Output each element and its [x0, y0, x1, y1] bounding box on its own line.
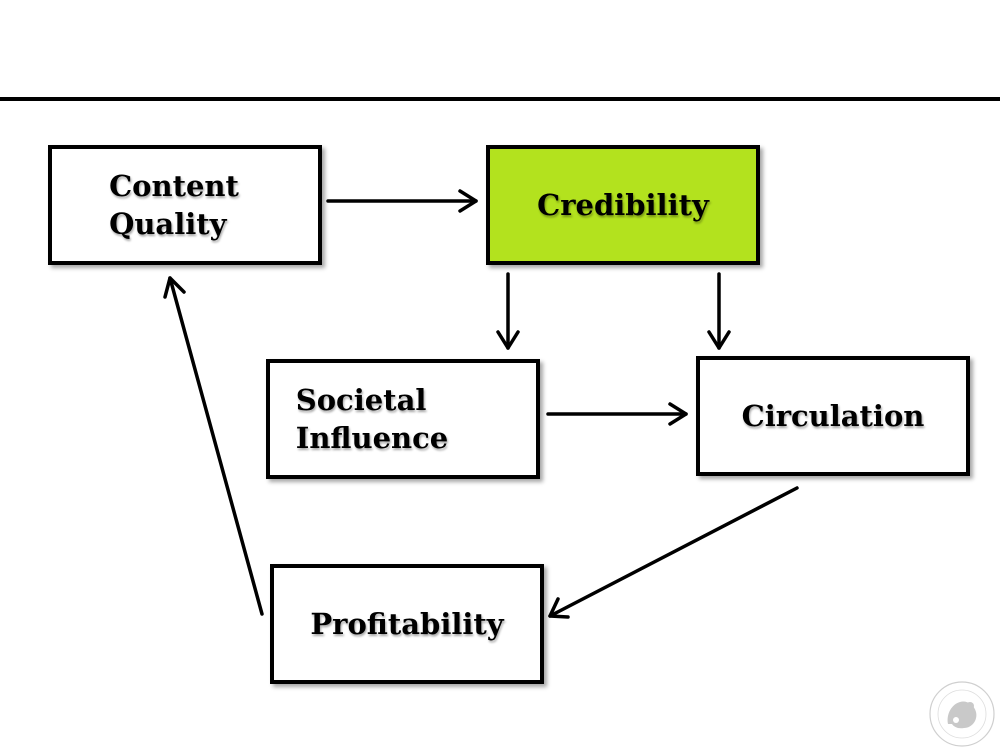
node-content-quality-line-2: Quality: [109, 207, 227, 241]
node-circulation: Circulation: [696, 356, 970, 476]
node-societal-influence-line-2: Influence: [295, 421, 449, 455]
node-societal-influence-label: Societal Influence: [296, 381, 448, 457]
node-societal-influence-line-1: Societal: [295, 383, 427, 417]
edge-profitability-to-content-quality: [163, 276, 264, 616]
node-credibility-label: Credibility: [537, 188, 709, 222]
node-content-quality-line-1: Content: [109, 169, 239, 203]
node-profitability-label: Profitability: [310, 607, 504, 641]
node-profitability: Profitability: [270, 564, 544, 684]
edge-circulation-to-profitability: [548, 486, 799, 619]
node-societal-influence: Societal Influence: [266, 359, 540, 479]
node-content-quality-label: Content Quality: [109, 167, 239, 243]
title-divider-line: [0, 97, 1000, 101]
node-credibility: Credibility: [486, 145, 760, 265]
edge-credibility-to-societal-influence: [496, 272, 520, 350]
university-seal-icon: [929, 681, 995, 747]
edge-content-quality-to-credibility: [326, 189, 478, 213]
edge-credibility-to-circulation: [707, 272, 731, 350]
node-content-quality: Content Quality: [48, 145, 322, 265]
node-circulation-label: Circulation: [741, 399, 925, 433]
edge-societal-influence-to-circulation: [546, 402, 688, 426]
